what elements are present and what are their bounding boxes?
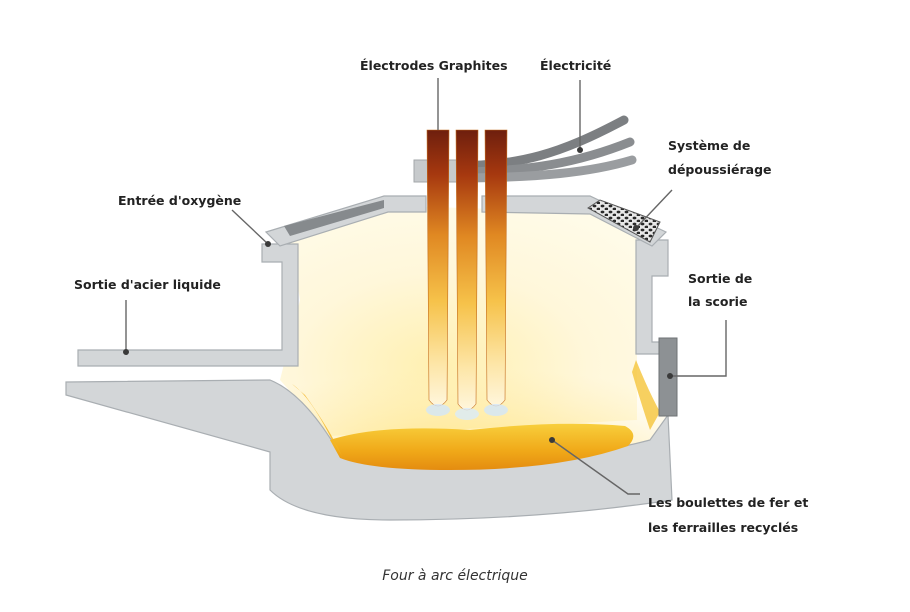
dot-electricity	[577, 147, 583, 153]
label-charge-line1: Les boulettes de fer et	[648, 495, 808, 510]
label-charge-line2: les ferrailles recyclés	[648, 520, 798, 535]
leader-dust-system	[635, 189, 673, 229]
dot-steel-outlet	[123, 349, 129, 355]
figure-caption: Four à arc électrique	[382, 568, 528, 584]
furnace-roof-right	[481, 195, 668, 247]
furnace-left-wall	[77, 243, 299, 367]
electric-arcs	[426, 404, 508, 420]
label-dust-system-line2: dépoussiérage	[668, 162, 772, 177]
dot-slag-outlet	[667, 373, 673, 379]
leader-oxygen	[231, 209, 269, 245]
leader-slag-outlet	[670, 320, 727, 377]
leader-charge	[551, 439, 640, 495]
molten-charge-bath	[330, 423, 634, 470]
electrode-middle	[455, 129, 479, 411]
label-electricity: Électricité	[540, 58, 611, 73]
label-dust-system-line1: Système de	[668, 138, 750, 153]
dot-oxygen	[265, 241, 271, 247]
furnace-roof-left	[264, 195, 427, 247]
label-slag-outlet-line2: la scorie	[688, 294, 747, 309]
label-slag-outlet-line1: Sortie de	[688, 271, 752, 286]
electrode-left	[426, 129, 450, 407]
dot-charge	[549, 437, 555, 443]
electrode-right	[484, 129, 508, 407]
molten-charge-rim-right	[632, 360, 660, 430]
furnace-hearth	[65, 379, 673, 521]
label-oxygen-inlet: Entrée d'oxygène	[118, 193, 241, 208]
furnace-right-wall	[635, 239, 669, 355]
furnace-roof-left-panel	[284, 200, 384, 236]
dot-dust-system	[633, 225, 639, 231]
dust-extraction-filter	[587, 199, 661, 243]
label-electrodes: Électrodes Graphites	[360, 58, 508, 73]
label-steel-outlet: Sortie d'acier liquide	[74, 277, 221, 292]
power-cables	[447, 115, 637, 183]
